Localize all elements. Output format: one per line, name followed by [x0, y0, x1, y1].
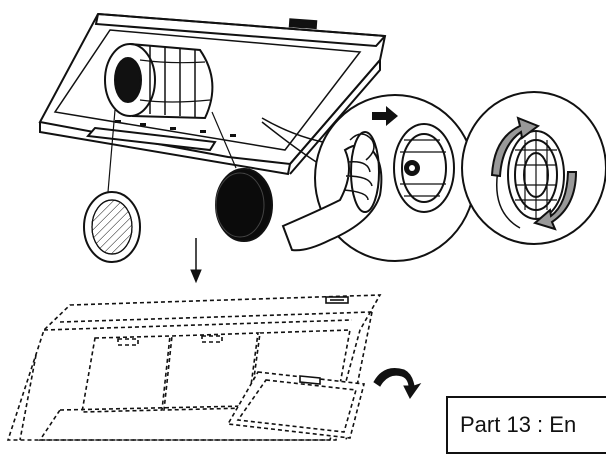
- section-caption: Part 13 : En: [460, 412, 577, 437]
- hand-illustration: [281, 131, 383, 252]
- down-arrow-icon: [190, 238, 202, 284]
- carbon-filter-disk: [215, 168, 273, 242]
- lifted-filter-panel: [226, 371, 366, 439]
- grease-filter-disk: [83, 191, 141, 263]
- rotate-arrow-icon: [490, 116, 578, 231]
- detail-hand-twist: [261, 94, 476, 262]
- hood-top-view: [38, 12, 387, 193]
- detail-rotate-filter: [461, 91, 606, 245]
- arrow-right-icon: [372, 106, 398, 126]
- fan-motor: [104, 43, 214, 120]
- section-caption-box: Part 13 : En: [446, 396, 606, 454]
- curved-arrow-icon: [373, 368, 422, 399]
